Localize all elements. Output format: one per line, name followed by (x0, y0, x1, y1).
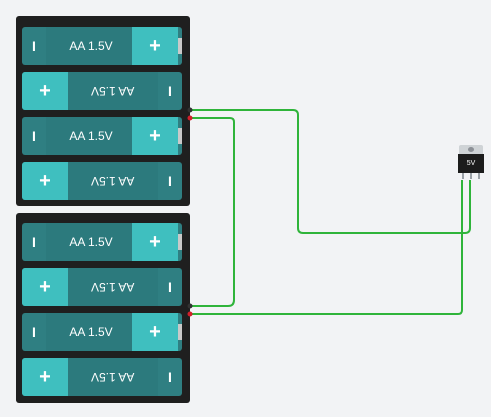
plus-terminal-icon: + (22, 268, 68, 306)
cell-label: AA 1.5V (69, 325, 113, 339)
wire-bottom-positive-to-regulator[interactable] (190, 180, 463, 315)
cell-label: AA 1.5V (69, 129, 113, 143)
contact-tab (178, 38, 182, 54)
plus-terminal-icon: + (22, 72, 68, 110)
negative-terminal[interactable] (187, 107, 193, 113)
regulator-label: 5V (458, 154, 484, 173)
negative-terminal[interactable] (187, 303, 193, 309)
plus-terminal-icon: + (132, 313, 178, 351)
minus-terminal-icon: I (168, 173, 172, 189)
positive-terminal[interactable] (187, 115, 193, 121)
battery-cell[interactable]: + AA 1.5V I (22, 162, 182, 200)
plus-terminal-icon: + (132, 117, 178, 155)
wire-top-negative-to-regulator[interactable] (190, 109, 471, 234)
minus-terminal-icon: I (32, 234, 36, 250)
voltage-regulator[interactable]: 5V (458, 145, 484, 179)
battery-cell[interactable]: I AA 1.5V + (22, 117, 182, 155)
minus-terminal-icon: I (168, 279, 172, 295)
battery-cell[interactable]: I AA 1.5V + (22, 223, 182, 261)
cell-label: AA 1.5V (69, 39, 113, 53)
wire-top-positive-to-bottom-negative[interactable] (190, 117, 235, 307)
minus-terminal-icon: I (32, 324, 36, 340)
minus-terminal-icon: I (168, 369, 172, 385)
minus-terminal-icon: I (32, 38, 36, 54)
regulator-pin[interactable] (478, 173, 480, 179)
minus-terminal-icon: I (32, 128, 36, 144)
regulator-pin[interactable] (462, 173, 464, 179)
contact-tab (178, 128, 182, 144)
regulator-pin[interactable] (470, 173, 472, 179)
contact-tab (178, 324, 182, 340)
battery-cell[interactable]: + AA 1.5V I (22, 72, 182, 110)
plus-terminal-icon: + (132, 223, 178, 261)
battery-cell[interactable]: + AA 1.5V I (22, 358, 182, 396)
plus-terminal-icon: + (22, 358, 68, 396)
battery-cell[interactable]: I AA 1.5V + (22, 313, 182, 351)
battery-holder-2[interactable]: I AA 1.5V + + AA 1.5V I I AA 1.5V + + AA… (16, 213, 190, 403)
plus-terminal-icon: + (22, 162, 68, 200)
battery-holder-1[interactable]: I AA 1.5V + + AA 1.5V I I AA 1.5V + + AA… (16, 16, 190, 206)
battery-cell[interactable]: I AA 1.5V + (22, 27, 182, 65)
positive-terminal[interactable] (187, 311, 193, 317)
cell-label: AA 1.5V (69, 235, 113, 249)
mounting-hole (468, 147, 474, 152)
plus-terminal-icon: + (132, 27, 178, 65)
battery-cell[interactable]: + AA 1.5V I (22, 268, 182, 306)
contact-tab (178, 234, 182, 250)
minus-terminal-icon: I (168, 83, 172, 99)
